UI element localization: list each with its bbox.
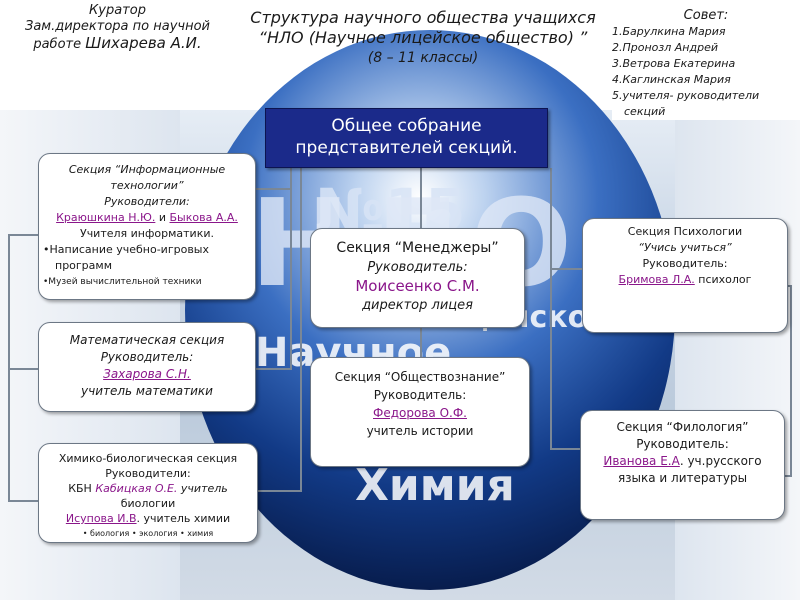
section-chembio-leader1-link[interactable]: Кабицкая О.Е. [95,482,178,495]
council-title: Совет: [683,8,729,23]
curator-name: Шихарева А.И. [85,34,202,52]
section-chembio-leaders-label: Руководители: [105,467,191,480]
section-it-title2: технологии” [110,179,184,192]
section-managers-leader-label: Руководитель: [367,260,468,275]
section-psychology-leader-link[interactable]: Бримова Л.А. [618,273,695,286]
section-psychology-leader: Бримова Л.А. психолог [583,272,787,288]
section-social-title: Секция “Обществознание” [334,370,506,384]
section-it-leaders: Краюшкина Н.Ю. и Быкова А.А. [39,210,255,226]
page-title-line2: “НЛО (Научное лицейское общество) ” [258,28,588,47]
section-managers-box: Секция “Менеджеры” Руководитель: Моисеен… [310,228,525,328]
section-social-role: учитель истории [366,424,474,438]
council-member: секций [624,105,666,118]
council-member: 1.Барулкина Мария [612,25,726,38]
section-math-leader-link[interactable]: Захарова С.Н. [103,367,191,381]
section-chembio-box: Химико-биологическая секция Руководители… [38,443,258,543]
background-right-panel [675,110,800,600]
connector-line [420,328,422,358]
connector-line [255,368,292,370]
globe-line3-text: Химия [355,460,515,511]
section-managers-role: директор лицея [362,298,473,313]
curator-box: Куратор Зам.директора по научной работе … [5,3,230,107]
council-member: 2.Пронозл Андрей [612,41,718,54]
page-title-line1: Структура научного общества учащихся [250,8,596,27]
section-philology-leader-label: Руководитель: [636,437,729,451]
section-math-role: учитель математики [81,384,213,398]
section-philology-leader: Иванова Е.А. уч.русского [581,453,784,470]
section-psychology-role: психолог [698,273,752,286]
connector-line [300,168,302,490]
general-assembly-line1: Общее собрание [331,116,482,136]
section-chembio-title: Химико-биологическая секция [58,452,238,465]
connector-line [782,475,792,477]
section-philology-title: Секция “Филология” [616,420,749,434]
section-it-bullets: •Написание учебно-игровых программ •Музе… [39,242,255,290]
section-chembio-topics: • биология • экология • химия [82,529,214,538]
section-chembio-leader2: Исупова И.В. учитель химии [39,511,257,526]
section-psychology-title: Секция Психологии [627,225,743,238]
section-it-bullet: •Музей вычислительной техники [43,277,202,287]
section-math-leader-label: Руководитель: [100,350,194,364]
section-chembio-leader1-role2: биологии [120,497,176,510]
section-chembio-degree: КБН [68,482,92,495]
section-math-title: Математическая секция [69,333,225,347]
section-it-box: Секция “Информационные технологии” Руков… [38,153,256,300]
section-philology-role2: языка и литературы [617,471,748,485]
section-philology-box: Секция “Филология” Руководитель: Иванова… [580,410,785,520]
curator-name-line: работе Шихарева А.И. [5,35,230,53]
connector-line [550,168,552,448]
section-managers-title: Секция “Менеджеры” [336,240,499,256]
connector-line [290,168,292,368]
connector-line [8,234,38,236]
curator-position-suffix: работе [33,37,82,52]
connector-line [8,234,10,500]
section-philology-leader-link[interactable]: Иванова Е.А [603,454,680,468]
connector-line [258,490,302,492]
page-title-line3: (8 – 11 классы) [367,50,479,66]
section-it-title: Секция “Информационные [68,163,226,176]
curator-position: Зам.директора по научной [25,19,210,34]
section-chembio-leader2-role: . учитель химии [136,512,231,525]
section-philology-role: . уч.русского [679,454,762,468]
section-it-leaders-conj: и [158,211,166,224]
general-assembly-line2: представителей секций. [295,138,518,158]
section-math-box: Математическая секция Руководитель: Заха… [38,322,256,412]
page-title: Структура научного общества учащихся “НЛ… [238,8,608,68]
section-it-bullet: программ [55,259,113,272]
section-managers-leader[interactable]: Моисеенко С.М. [355,277,480,295]
connector-line [550,268,582,270]
connector-line [790,285,792,475]
section-social-leader-label: Руководитель: [373,388,467,402]
section-psychology-motto: “Учись учиться” [638,241,732,254]
curator-title: Куратор [89,3,146,18]
connector-line [8,368,38,370]
section-chembio-leader1-role: учитель [180,482,228,495]
section-social-box: Секция “Обществознание” Руководитель: Фе… [310,357,530,467]
council-member: 5.учителя- руководители [612,89,760,102]
section-psychology-box: Секция Психологии “Учись учиться” Руково… [582,218,788,333]
section-social-leader-link[interactable]: Федорова О.Ф. [373,406,467,420]
section-chembio-leader1: КБН Кабицкая О.Е. учитель [39,481,257,496]
council-member: 4.Каглинская Мария [612,73,731,86]
section-it-leader2-link[interactable]: Быкова А.А. [169,211,238,224]
connector-line [255,188,292,190]
section-it-role: Учителя информатики. [79,227,214,240]
connector-line [8,500,38,502]
connector-line [420,168,422,230]
section-it-bullet: •Написание учебно-игровых [43,243,210,256]
section-psychology-leader-label: Руководитель: [642,257,728,270]
connector-line [550,448,580,450]
council-box: Совет: 1.Барулкина Мария 2.Пронозл Андре… [612,8,800,120]
council-member: 3.Ветрова Екатерина [612,57,736,70]
section-chembio-leader2-link[interactable]: Исупова И.В [65,512,137,525]
section-it-leader1-link[interactable]: Краюшкина Н.Ю. [56,211,156,224]
general-assembly-box: Общее собрание представителей секций. [265,108,548,168]
section-it-leaders-label: Руководители: [104,195,190,208]
